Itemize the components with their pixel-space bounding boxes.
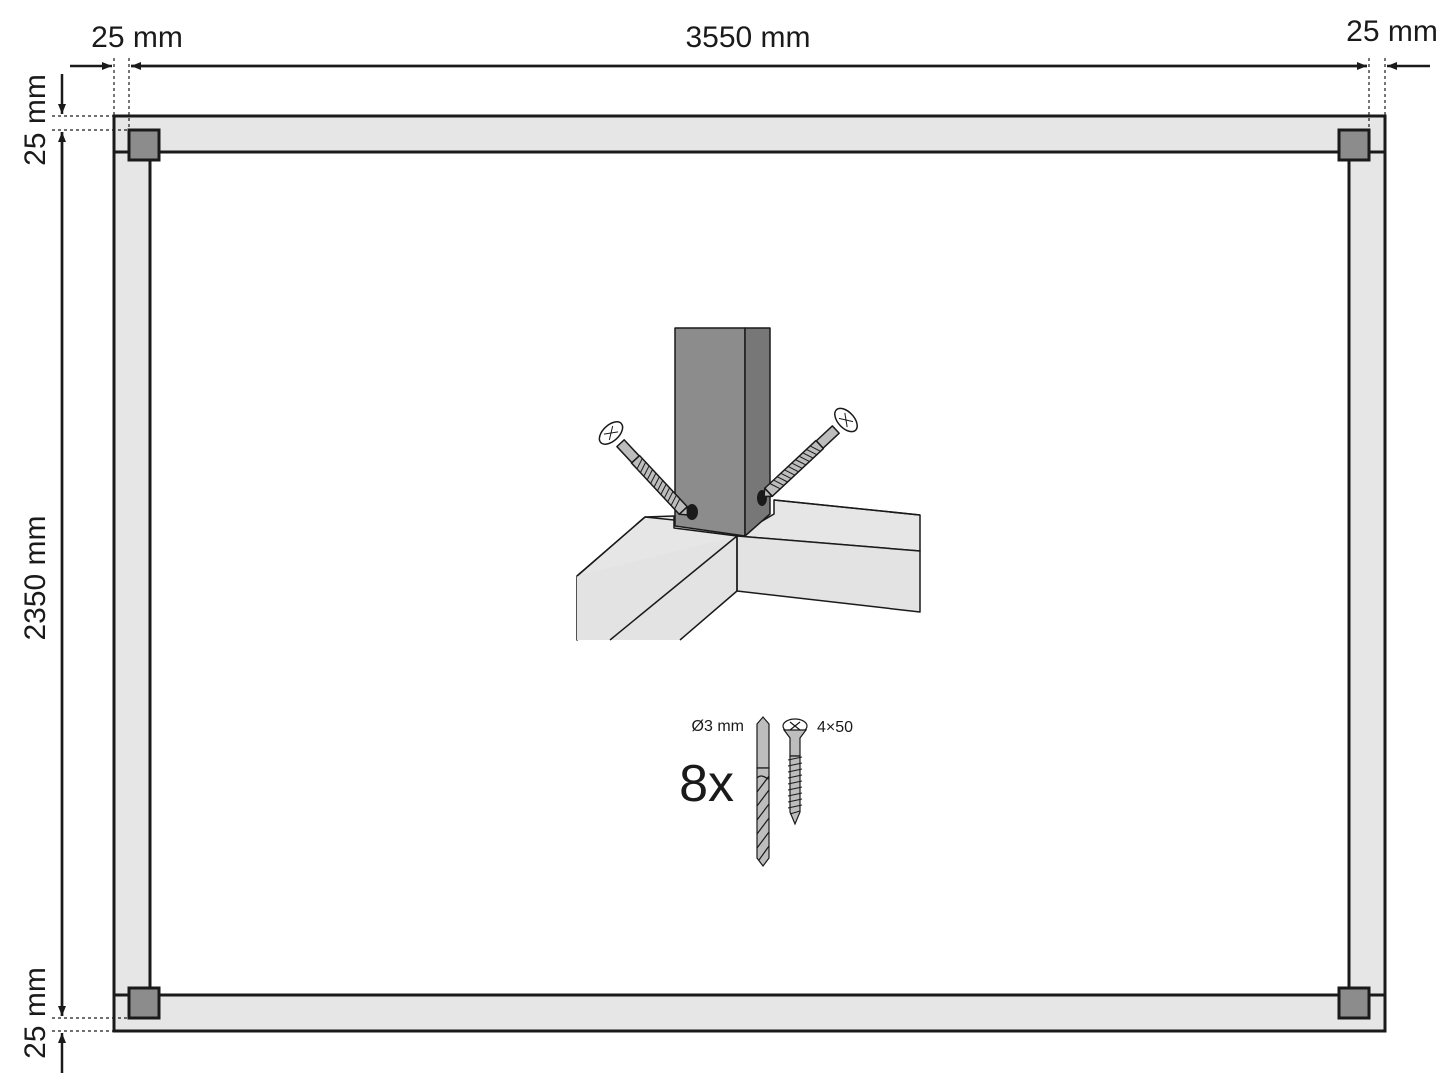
corner-post-top-left xyxy=(127,128,161,162)
left-margin-label: 25 mm xyxy=(91,21,183,54)
right-margin-label: 25 mm xyxy=(1346,15,1438,48)
dimension-lines xyxy=(52,58,1430,1073)
quantity-label: 8x xyxy=(679,755,734,813)
corner-post-bottom-right xyxy=(1337,986,1371,1020)
width-label: 2350 mm xyxy=(19,515,52,640)
frame-top-view xyxy=(112,114,1387,1033)
length-label: 3550 mm xyxy=(685,21,810,54)
joint-detail-illustration xyxy=(576,327,921,641)
screw-size-label: 4×50 xyxy=(817,719,853,736)
post-side-face xyxy=(744,327,771,537)
drill-size-label: Ø3 mm xyxy=(692,718,744,735)
screw-right xyxy=(763,407,858,498)
bottom-margin-label: 25 mm xyxy=(19,967,52,1059)
left-beam xyxy=(577,536,737,640)
hardware-legend: Ø3 mm 4×50 8x xyxy=(679,716,853,867)
corner-post-bottom-left xyxy=(127,986,161,1020)
drill-bit-icon xyxy=(756,716,770,867)
screw-icon xyxy=(782,718,808,826)
corner-post-top-right xyxy=(1337,128,1371,162)
pilot-hole-left xyxy=(686,504,698,520)
top-margin-label: 25 mm xyxy=(19,74,52,166)
screw-left xyxy=(598,421,689,516)
